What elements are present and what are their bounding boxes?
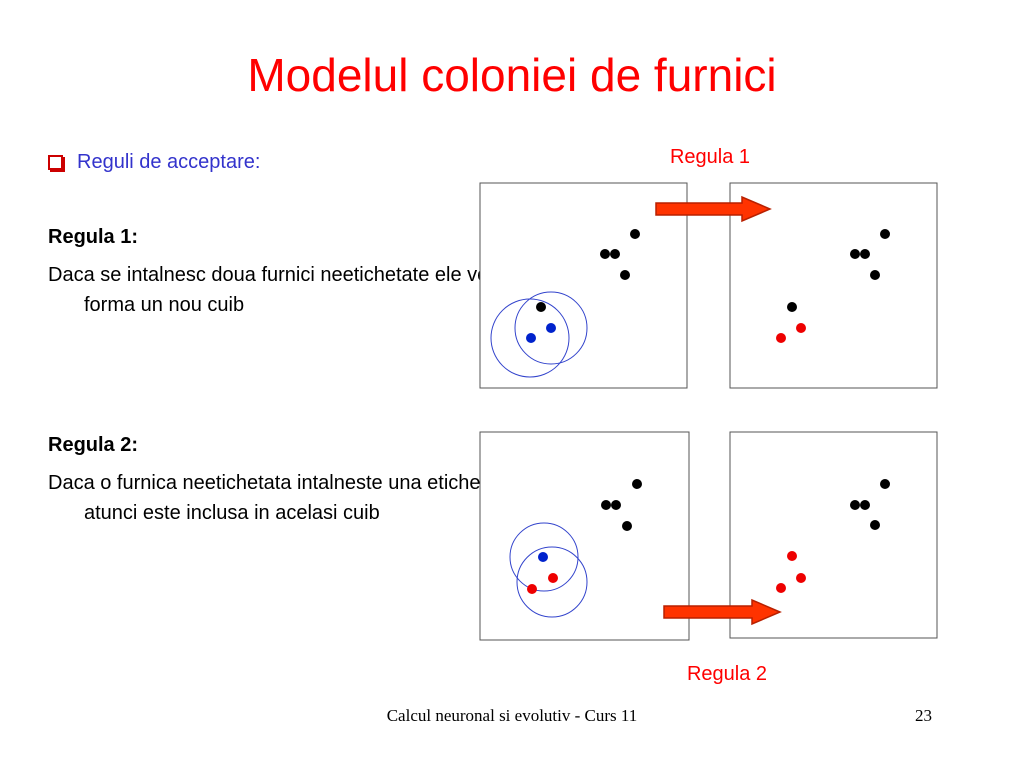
ant-unlabeled [611,500,621,510]
ant-unlabeled [610,249,620,259]
bullet-reguli: Reguli de acceptare: [48,151,260,174]
regula1-label: Regula 1 [670,146,750,168]
ant-labeled [776,583,786,593]
regula2-label: Regula 2 [687,663,767,685]
ant-unlabeled [630,229,640,239]
ant-unlabeled [600,249,610,259]
arrow-rule1-icon [655,195,772,223]
ant-labeled [787,551,797,561]
slide-title: Modelul coloniei de furnici [247,49,777,101]
rule2-heading: Regula 2: [48,434,139,456]
checkbox-bullet-icon [48,155,63,170]
panel-rule2-after [729,431,938,639]
ant-unlabeled [536,302,546,312]
ant-unlabeled [870,520,880,530]
vision-circle [514,291,588,365]
ant-selected [538,552,548,562]
ant-unlabeled [870,270,880,280]
ant-unlabeled [880,229,890,239]
panel-rule1-before [479,182,688,389]
ant-labeled [796,573,806,583]
panel-rule1-after [729,182,938,389]
ant-unlabeled [620,270,630,280]
ant-labeled [527,584,537,594]
ant-selected [526,333,536,343]
rule2-text: Daca o furnica neetichetata intalneste u… [48,472,514,524]
ant-labeled [548,573,558,583]
panel-rule2-before [479,431,690,641]
footer-course: Calcul neuronal si evolutiv - Curs 11 [386,706,638,725]
vision-circle [509,522,579,592]
bullet-text: Reguli de acceptare: [77,151,261,173]
ant-selected [546,323,556,333]
ant-unlabeled [880,479,890,489]
ant-unlabeled [850,500,860,510]
rule1-heading: Regula 1: [48,226,139,248]
ant-unlabeled [860,500,870,510]
ant-unlabeled [860,249,870,259]
ant-unlabeled [622,521,632,531]
ant-unlabeled [787,302,797,312]
ant-unlabeled [632,479,642,489]
ant-unlabeled [601,500,611,510]
rule1-text: Daca se intalnesc doua furnici neetichet… [48,264,495,316]
ant-unlabeled [850,249,860,259]
ant-labeled [796,323,806,333]
vision-circle [516,546,588,618]
footer-page-number: 23 [915,706,932,725]
arrow-rule2-icon [663,598,782,626]
ant-labeled [776,333,786,343]
